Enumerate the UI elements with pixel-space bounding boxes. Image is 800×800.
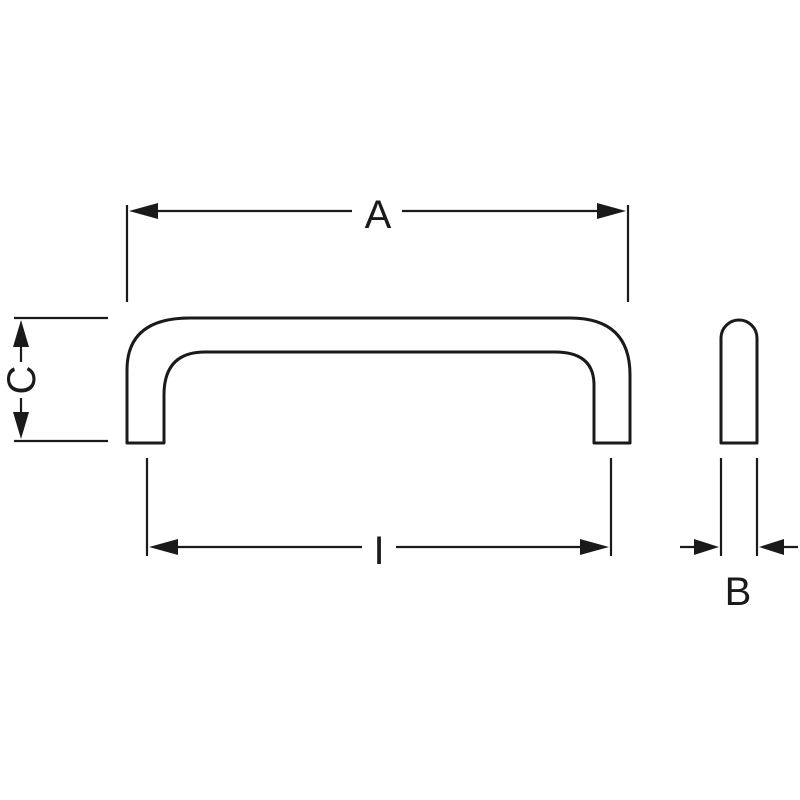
side-view-outline [719, 318, 759, 445]
dimension-c: C [0, 316, 108, 443]
label-i: I [373, 529, 384, 573]
dimension-i: I [145, 458, 613, 573]
dimension-b: B [680, 458, 798, 614]
dimension-c-arrow-bottom [13, 412, 29, 439]
label-c: C [0, 366, 44, 395]
handle-side-view [719, 318, 759, 445]
label-b: B [725, 570, 752, 614]
label-a: A [365, 193, 392, 237]
dimension-a-arrow-right [597, 203, 626, 219]
dimension-c-arrow-top [13, 320, 29, 347]
dimension-i-arrow-left [149, 539, 178, 555]
dimension-b-arrow-right [759, 539, 784, 555]
dimension-a: A [125, 193, 630, 302]
dimension-i-arrow-right [580, 539, 609, 555]
handle-front-view [125, 316, 632, 445]
dimension-a-arrow-left [129, 203, 158, 219]
dimension-b-arrow-left [694, 539, 719, 555]
handle-outline [125, 316, 632, 445]
